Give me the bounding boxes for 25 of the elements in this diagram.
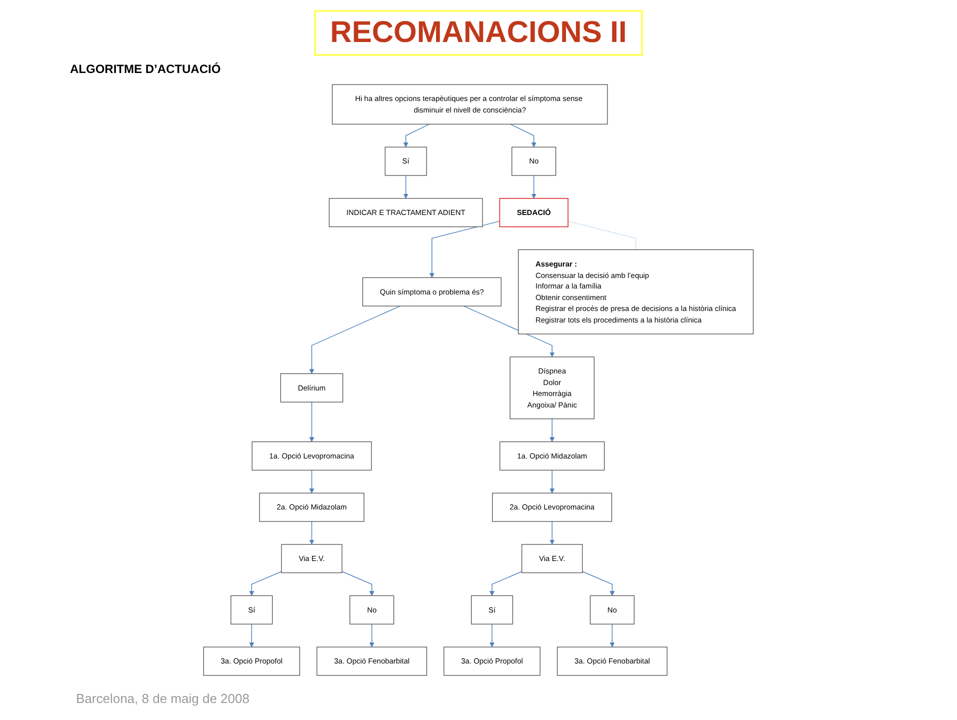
arrow — [610, 624, 615, 648]
title: RECOMANACIONS II — [314, 10, 643, 56]
section-heading: ALGORITME D’ACTUACIÓ — [70, 62, 221, 76]
arrow — [369, 624, 374, 648]
arrow — [550, 418, 555, 442]
arrow — [309, 402, 314, 442]
arrow — [309, 470, 314, 494]
arrow — [430, 220, 500, 278]
arrow — [309, 521, 314, 545]
arrow — [550, 521, 555, 545]
arrow — [403, 124, 430, 148]
arrow — [249, 624, 254, 648]
arrow — [342, 571, 374, 596]
arrow — [490, 571, 522, 596]
arrow — [463, 306, 555, 358]
arrow — [309, 306, 401, 374]
arrow — [490, 624, 495, 648]
arrow — [531, 175, 536, 199]
arrow — [550, 470, 555, 494]
arrow — [510, 124, 536, 148]
arrow — [582, 571, 615, 596]
connector — [568, 220, 636, 250]
footer-note: Barcelona, 8 de maig de 2008 — [76, 691, 250, 706]
arrow — [249, 571, 282, 596]
arrow — [403, 175, 408, 199]
